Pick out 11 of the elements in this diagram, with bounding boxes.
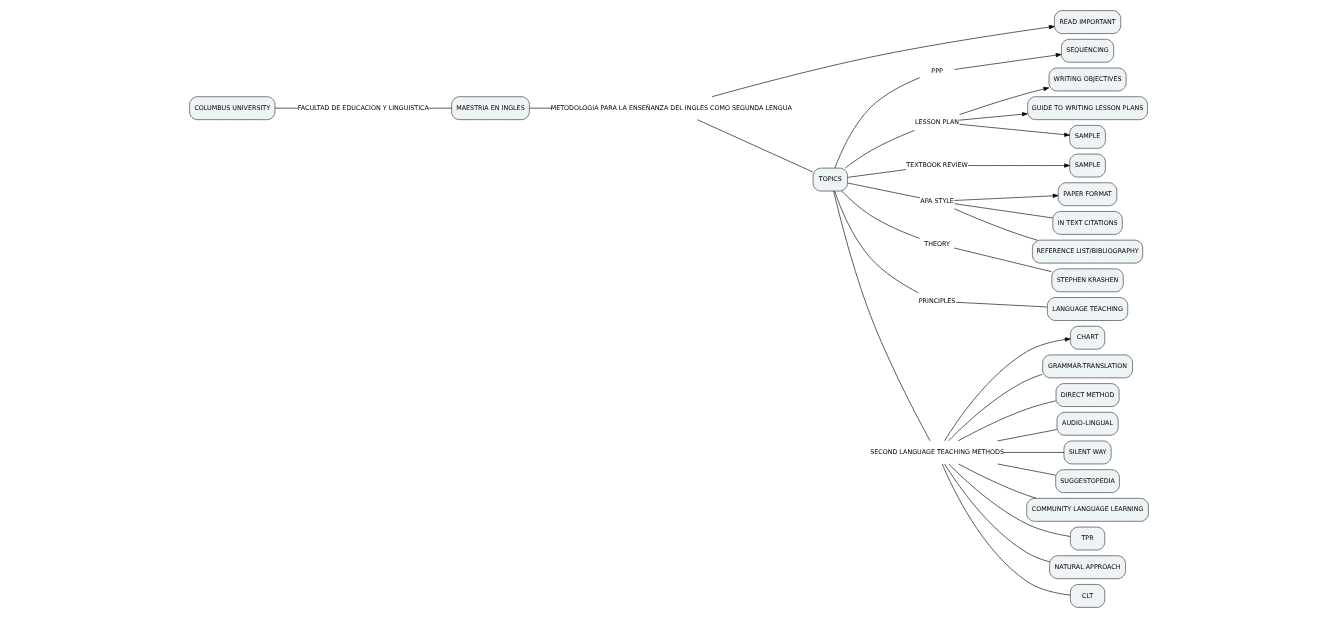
arrow [954,53,1062,70]
arrow [959,112,1028,121]
arrow [959,86,1050,115]
connector [834,190,919,293]
connector [833,190,931,442]
arrow [711,25,1055,97]
arrow [944,337,1071,442]
arrow [954,193,1059,201]
connector [1003,452,1065,453]
arrow [959,124,1070,137]
arrow [967,163,1070,168]
